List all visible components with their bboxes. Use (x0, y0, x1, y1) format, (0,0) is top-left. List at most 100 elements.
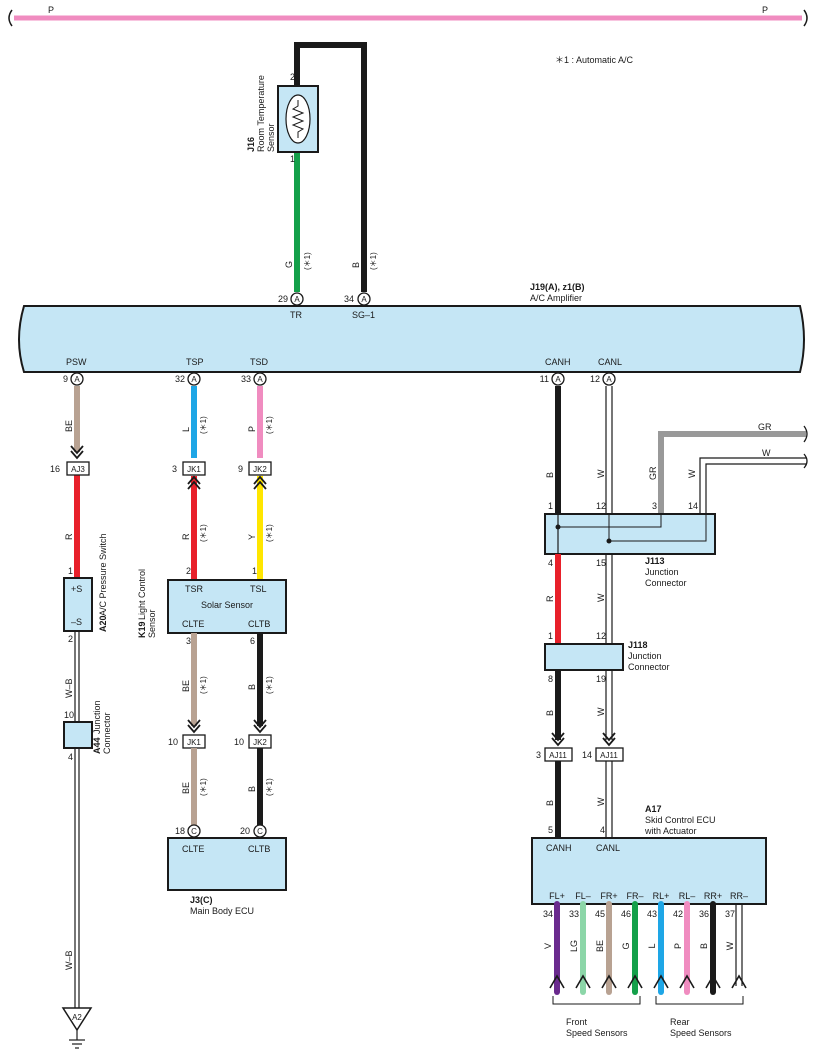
svg-text:B: B (545, 710, 555, 716)
svg-text:JK2: JK2 (253, 738, 267, 747)
ecu-speed-sensor-outputs: FL+34VFL–33LGFR+45BEFR–46GRL+43LRL–42PRR… (543, 891, 748, 995)
ground-a2-label: A2 (72, 1013, 82, 1022)
ecu-output-pin: 36 (699, 909, 709, 919)
ecu-output-pin: 45 (595, 909, 605, 919)
svg-text:Sensor: Sensor (147, 609, 157, 638)
svg-text:R: R (64, 533, 74, 540)
ecu-output-arrow (549, 974, 565, 989)
j118-id: J118 (628, 640, 648, 650)
wire-label-b-sg1: B (351, 262, 361, 268)
svg-text:Y: Y (247, 534, 257, 540)
svg-text:W: W (596, 707, 606, 716)
svg-text:(＊1): (＊1) (199, 676, 208, 694)
terminal-sg1 (357, 292, 371, 306)
ecu-output-wire-label: B (699, 943, 709, 949)
front-sensors-bracket (552, 996, 641, 1005)
ecu-output-pin: 43 (647, 909, 657, 919)
svg-text:4: 4 (548, 558, 553, 568)
svg-text:6: 6 (250, 636, 255, 646)
rear-sensors-label: Rear (670, 1017, 690, 1027)
pin-11: 11 (540, 374, 549, 384)
svg-text:10: 10 (168, 737, 178, 747)
terminal-clte-ecu (187, 824, 201, 838)
ecu-output-name: FL+ (549, 891, 565, 901)
junction-a44-box (63, 721, 93, 749)
svg-text:10: 10 (64, 710, 74, 720)
svg-text:Junction: Junction (645, 567, 679, 577)
svg-text:(＊1): (＊1) (199, 416, 208, 434)
svg-text:TSR: TSR (185, 584, 204, 594)
svg-text:+S: +S (71, 584, 82, 594)
svg-text:JK1: JK1 (187, 465, 201, 474)
ac-amplifier-box (18, 305, 805, 373)
ecu-output-pin: 42 (673, 909, 683, 919)
solar-sensor-label: K19 Light Control Sensor (137, 569, 157, 638)
svg-text:(＊1): (＊1) (265, 676, 274, 694)
svg-text:GR: GR (648, 466, 658, 480)
svg-text:5: 5 (548, 825, 553, 835)
svg-text:2: 2 (68, 634, 73, 644)
svg-text:AJ11: AJ11 (600, 751, 618, 760)
svg-text:4: 4 (600, 825, 605, 835)
terminal-conn-label: A (191, 375, 197, 384)
svg-text:BE: BE (181, 782, 191, 794)
power-line-right-label: P (762, 5, 768, 15)
terminal-name-tr: TR (290, 310, 302, 320)
svg-text:BE: BE (181, 680, 191, 692)
svg-text:(＊1): (＊1) (265, 416, 274, 434)
svg-text:CLTE: CLTE (182, 619, 204, 629)
room-sensor-pin-bottom: 1 (290, 154, 295, 164)
ecu-output-pin: 34 (543, 909, 553, 919)
svg-text:J16: J16 (246, 137, 256, 152)
svg-text:A: A (294, 295, 300, 304)
terminal-name-tsd: TSD (250, 357, 269, 367)
rear-sensors-bracket (655, 996, 744, 1005)
ecu-output-wire-label: P (673, 943, 683, 949)
svg-text:4: 4 (68, 752, 73, 762)
ecu-output-wire-label: G (621, 942, 631, 949)
svg-text:CLTE: CLTE (182, 844, 204, 854)
wire-gr-branch (658, 431, 806, 514)
svg-text:15: 15 (596, 558, 606, 568)
svg-text:W: W (687, 469, 697, 478)
svg-text:1: 1 (548, 501, 553, 511)
wire-w-branch (705, 463, 806, 514)
skid-control-ecu-box (531, 837, 767, 905)
wire-mark-tr: (＊1) (303, 252, 312, 270)
ecu-output-arrow (575, 974, 591, 989)
junction-a44-label: A44 Junction Connector (92, 700, 112, 754)
svg-text:3: 3 (536, 750, 541, 760)
ecu-output-name: RL– (679, 891, 696, 901)
ecu-output-pin: 37 (725, 909, 735, 919)
svg-text:JK2: JK2 (253, 465, 267, 474)
pin-33: 33 (241, 374, 251, 384)
ground-a2-triangle (61, 1007, 93, 1032)
svg-text:with Actuator: with Actuator (644, 826, 697, 836)
wire-label-g: G (284, 261, 294, 268)
connector-aj11-canl (595, 747, 624, 762)
wire-mark-sg1: (＊1) (369, 252, 378, 270)
svg-text:(＊1): (＊1) (199, 778, 208, 796)
svg-text:20: 20 (240, 826, 250, 836)
svg-text:3: 3 (172, 464, 177, 474)
wire-sg1-black (294, 42, 367, 292)
svg-text:K19: K19 (137, 621, 147, 638)
ecu-output-arrow (601, 974, 617, 989)
svg-text:14: 14 (688, 501, 698, 511)
ecu-output-arrow (679, 974, 695, 989)
ecu-output-name: FL– (575, 891, 591, 901)
junction-j118-box (544, 643, 624, 671)
svg-text:R: R (181, 533, 191, 540)
pin-12: 12 (590, 374, 600, 384)
svg-text:W: W (596, 593, 606, 602)
svg-text:1: 1 (252, 566, 257, 576)
connector-jk2-top (248, 461, 272, 476)
resistor-icon (291, 100, 305, 138)
svg-text:10: 10 (234, 737, 244, 747)
svg-text:Room Temperature: Room Temperature (256, 75, 266, 152)
svg-text:JK1: JK1 (187, 738, 201, 747)
svg-text:W–B: W–B (64, 950, 74, 970)
svg-text:14: 14 (582, 750, 592, 760)
